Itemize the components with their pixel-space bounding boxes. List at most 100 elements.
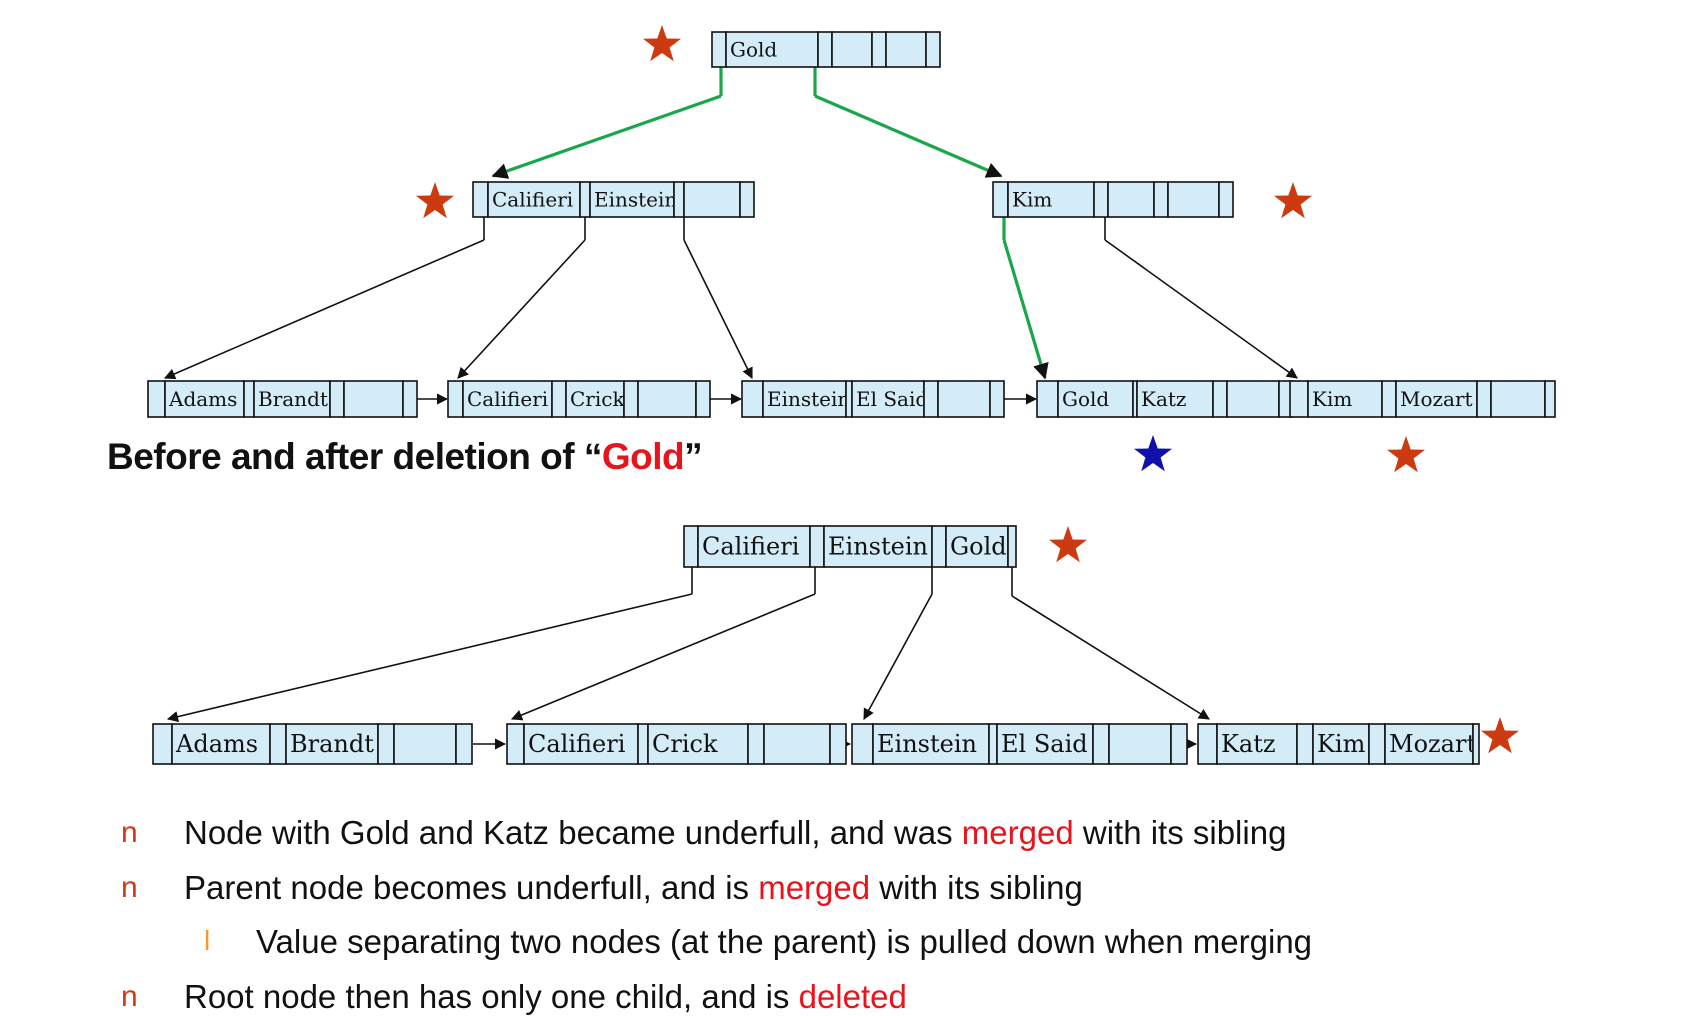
node-key: Califieri — [492, 188, 573, 212]
pointer-slot — [1007, 525, 1017, 568]
pointer-slot — [472, 181, 489, 218]
pointer-slot — [1093, 181, 1109, 218]
child-pointer — [863, 593, 933, 720]
node-key: Brandt — [258, 387, 328, 411]
pointer-slot — [1368, 723, 1386, 765]
pointer-slot — [1289, 380, 1309, 418]
pointer-slot — [1381, 380, 1397, 418]
pointer-slot — [377, 723, 395, 765]
bullet-text: Node with Gold and Katz became underfull… — [184, 814, 1286, 852]
pointer-slot — [845, 380, 853, 418]
node-key: Einstein — [767, 387, 850, 411]
key-slot — [1167, 181, 1220, 218]
child-pointer — [510, 593, 816, 721]
bullet-n-icon: n — [121, 980, 138, 1013]
key-slot — [1490, 380, 1546, 418]
before-internal-node-right: Kim — [992, 181, 1234, 218]
bullet-text-pre: Value separating two nodes (at the paren… — [256, 923, 1313, 960]
node-key: Gold — [950, 533, 1007, 561]
key-slot — [1395, 380, 1478, 418]
pointer-slot — [851, 723, 874, 765]
key-slot — [487, 181, 581, 218]
pointer-slot — [739, 181, 755, 218]
pointer-slot — [1212, 380, 1228, 418]
node-key: Kim — [1312, 387, 1352, 411]
node-key: Einstein — [594, 188, 677, 212]
key-slot — [565, 380, 625, 418]
node-key: Einstein — [877, 730, 977, 758]
before-leaf-node: Kim Mozart — [1289, 380, 1556, 418]
pointer-slot — [695, 380, 711, 418]
highlighted-pointer — [1002, 239, 1049, 380]
key-slot — [763, 723, 831, 765]
caption-close-quote: ” — [684, 436, 703, 477]
key-slot — [393, 723, 457, 765]
bullet-text-pre: Root node then has only one child, and i… — [184, 978, 799, 1015]
star-icon — [1134, 435, 1172, 472]
pointer-slot — [747, 723, 765, 765]
node-key: El Said — [856, 387, 928, 411]
key-slot — [697, 525, 811, 568]
node-key: El Said — [1001, 730, 1088, 758]
pointer-slot — [923, 380, 939, 418]
key-slot — [1007, 181, 1095, 218]
node-key: Kim — [1012, 188, 1052, 212]
pointer-slot — [1036, 380, 1059, 418]
bullet-n-icon: n — [121, 816, 138, 849]
node-key: Brandt — [290, 730, 374, 758]
pointer-slot — [931, 525, 947, 568]
key-slot — [1136, 380, 1214, 418]
bullet-text-highlight: deleted — [798, 978, 907, 1015]
pointer-slot — [871, 31, 887, 68]
key-slot — [1307, 380, 1383, 418]
key-slot — [831, 31, 873, 68]
after-leaf-node: Einstein El Said — [851, 723, 1188, 765]
pointer-slot — [683, 525, 699, 568]
pointer-slot — [809, 525, 825, 568]
node-key: Kim — [1317, 730, 1366, 758]
pointer-slot — [152, 723, 173, 765]
key-slot — [1312, 723, 1370, 765]
key-slot — [851, 380, 925, 418]
key-slot — [637, 380, 697, 418]
pointer-slot — [329, 380, 345, 418]
pointer-slot — [1218, 181, 1234, 218]
child-pointer — [457, 239, 586, 379]
bullet-n-icon: n — [121, 871, 138, 904]
pointer-slot — [1092, 723, 1110, 765]
pointer-slot — [1476, 380, 1492, 418]
key-slot — [823, 525, 933, 568]
child-pointer — [166, 593, 693, 723]
node-key: Gold — [730, 38, 777, 62]
pointer-slot — [817, 31, 833, 68]
pointer-slot — [925, 31, 941, 68]
bullet-text-post: with its sibling — [870, 869, 1083, 906]
key-slot — [1107, 181, 1155, 218]
node-key: Crick — [652, 730, 718, 758]
star-icon — [1274, 182, 1312, 219]
node-key: Mozart — [1400, 387, 1473, 411]
node-key: Katz — [1141, 387, 1186, 411]
pointer-slot — [992, 181, 1009, 218]
bullet-text: Root node then has only one child, and i… — [184, 978, 907, 1016]
node-key: Califieri — [702, 533, 800, 561]
pointer-slot — [1170, 723, 1188, 765]
pointer-slot — [988, 723, 998, 765]
bullet-text: Parent node becomes underfull, and is me… — [184, 869, 1083, 907]
key-slot — [1226, 380, 1280, 418]
node-key: Mozart — [1389, 730, 1476, 758]
highlighted-pointer — [814, 94, 1003, 178]
pointer-slot — [1544, 380, 1556, 418]
pointer-slot — [455, 723, 473, 765]
diagram-caption: Before and after deletion of “Gold” — [107, 436, 703, 478]
node-key: Califieri — [467, 387, 548, 411]
pointer-slot — [1153, 181, 1169, 218]
bullet-l-icon: l — [204, 925, 211, 956]
key-slot — [171, 723, 271, 765]
node-key: Katz — [1221, 730, 1276, 758]
